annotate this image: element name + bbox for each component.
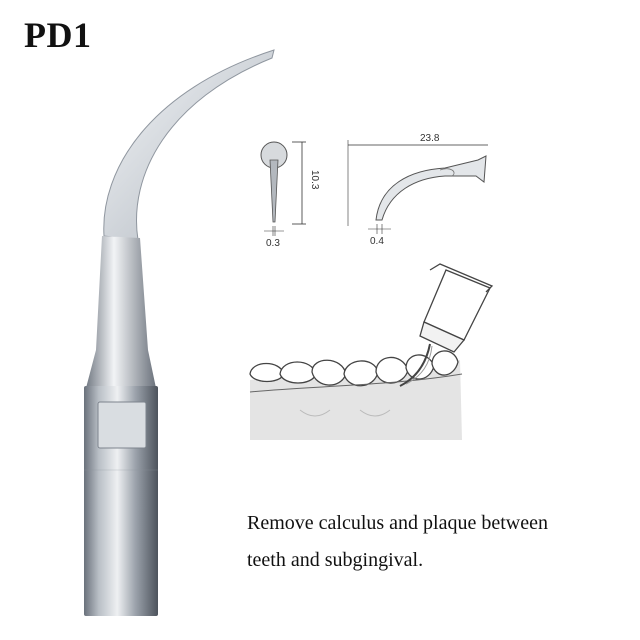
product-title: PD1 [24, 15, 92, 55]
tip-width-label: 0.3 [266, 238, 280, 249]
scaler-tip-in-use [399, 343, 431, 387]
wrench-flat [97, 401, 147, 449]
tip-curve [103, 49, 275, 241]
tooth [279, 361, 317, 384]
handpiece [419, 263, 494, 353]
tip-neck [86, 236, 156, 388]
usage-description: Remove calculus and plaque between teeth… [247, 505, 627, 579]
side-view-tip [375, 155, 487, 221]
length-label: 10.3 [309, 170, 320, 190]
span-label: 23.8 [420, 133, 440, 144]
description-line-1: Remove calculus and plaque between [247, 512, 548, 534]
dimension-diagram: 10.3 0.3 23.8 0.4 [260, 133, 488, 249]
front-view-tip [269, 159, 279, 223]
tooth [249, 362, 285, 383]
curve-tip-label: 0.4 [370, 236, 384, 247]
tooth [431, 350, 459, 376]
description-line-2: teeth and subgingival. [247, 549, 424, 571]
teeth-illustration [249, 263, 494, 440]
